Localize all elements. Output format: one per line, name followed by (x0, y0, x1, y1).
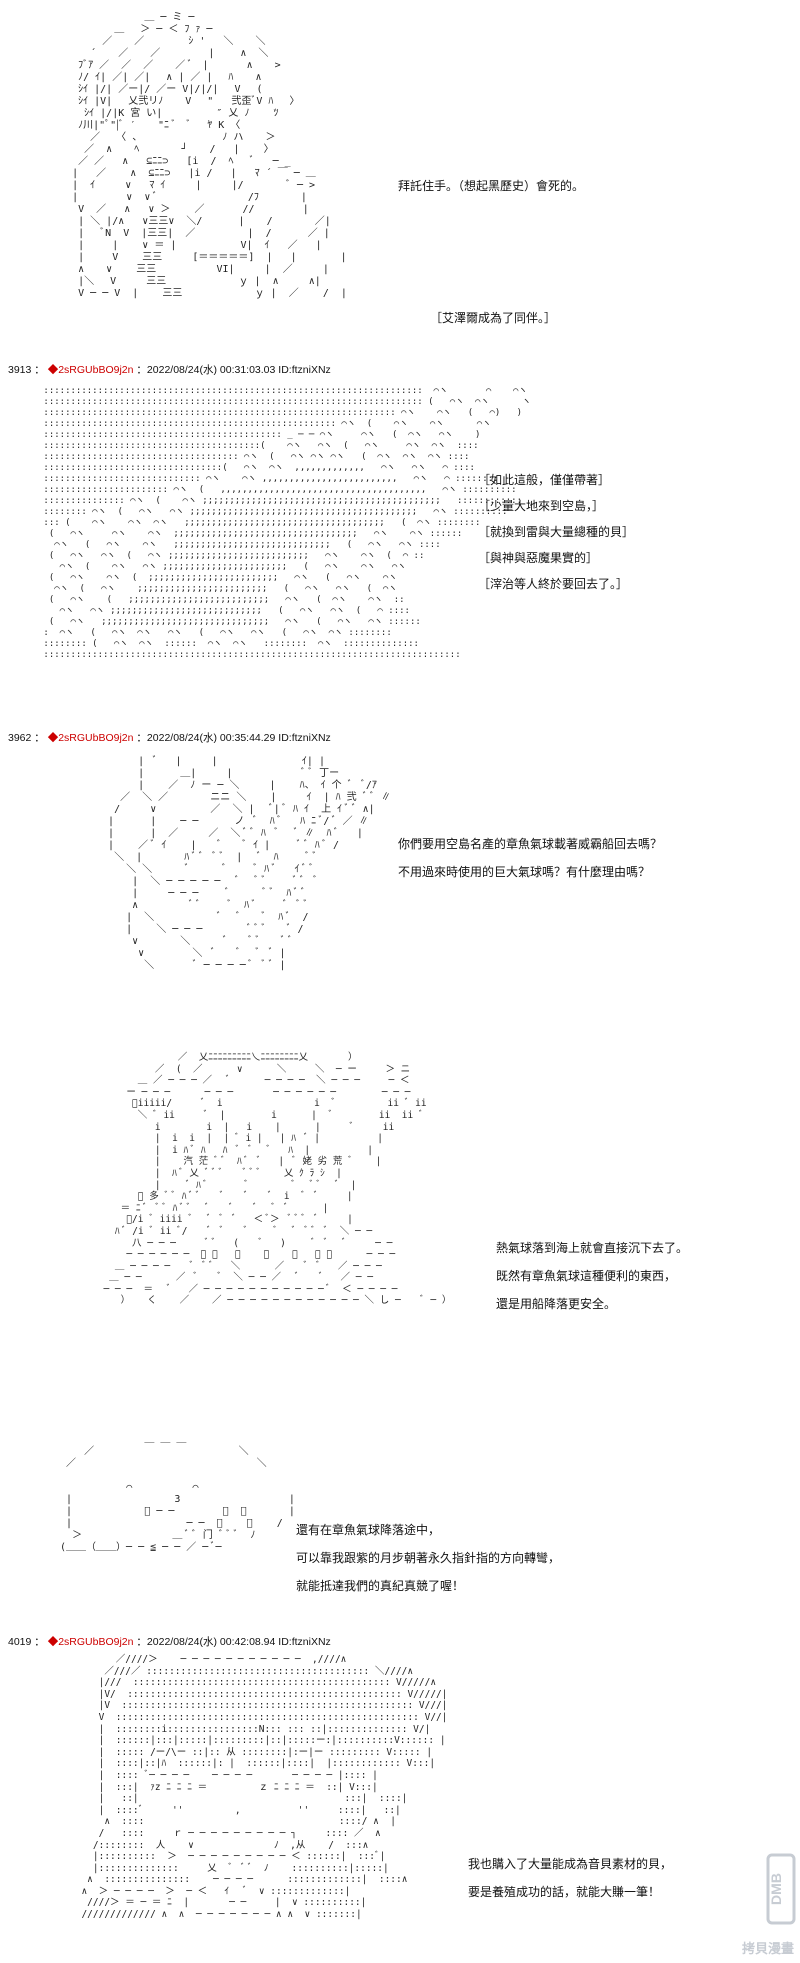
watermark-text: 拷貝漫畫 (741, 1941, 794, 1956)
dmzj-logo-icon: DMB (766, 1853, 796, 1925)
dialog-3962-b-line-3: 還是用船降落更安全。 (496, 1297, 617, 1311)
trip-diamond-icon: ◆ (47, 364, 59, 376)
ascii-art-two-characters: ／ 乂ﾆﾆﾆﾆﾆﾆﾆﾆﾆ乀ﾆﾆﾆﾆﾆﾆﾆﾆ乂 ） ／ ( ／ ∨ ＼ ＼ ─ ー… (103, 1052, 452, 1307)
dialog-3962-b-line-2: 既然有章魚氣球這種便利的東西， (496, 1269, 677, 1283)
post-header-4019: 4019 ： ◆2sRGUbBO9j2n ：2022/08/24(水) 00:4… (8, 1636, 331, 1648)
post-number: 3913 (8, 364, 32, 376)
dialog-3962-b-line-1: 熱氣球落到海上就會直接沉下去了。 (496, 1241, 689, 1255)
post-header-3913: 3913 ： ◆2sRGUbBO9j2n ：2022/08/24(水) 00:3… (8, 364, 331, 376)
poster-name: 2sRGUbBO9j2n (58, 1636, 134, 1648)
post-datetime: 2022/08/24(水) 00:42:08.94 (146, 1636, 276, 1648)
dialog-3913-line-2: ［少量大地來到空島，］ (478, 499, 605, 513)
dialog-4019-line-2: 要是養殖成功的話，就能大賺一筆！ (468, 1885, 661, 1899)
dialog-3962-c-line-2: 可以靠我跟紫的月步朝著永久指針指的方向轉彎， (296, 1551, 561, 1565)
svg-text:DMB: DMB (768, 1873, 784, 1905)
post-id: ID:ftzniXNz (278, 1636, 331, 1648)
ascii-art-character-4: ／////＞ ─ ─ ─ ─ ─ ─ ─ ─ ─ ─ ─ ,////∧ ／///… (81, 1654, 448, 1921)
trip-diamond-icon: ◆ (47, 1636, 59, 1648)
dialog-3962-a-line-2: 不用過來時使用的巨大氣球嗎？有什麼理由嗎？ (398, 865, 651, 879)
post-datetime: 2022/08/24(水) 00:31:03.03 (146, 364, 276, 376)
panel-3962-a: | ﾞ | | ｲ| | | ＿| | ﾞ ﾞ 丁ー | ／ ﾉ ー ─ ＼ |… (0, 750, 800, 1050)
dialog-3913-line-4: ［與神與惡魔果實的］ (478, 551, 599, 565)
dialog-3913-line-1: ［如此這般，僅僅帶著］ (478, 473, 611, 487)
dialog-3962-a-line-1: 你們要用空島名產的章魚氣球載著威霸船回去嗎？ (398, 837, 663, 851)
dialog-panel-1-line-2: ［艾澤爾成為了同伴。］ (430, 311, 557, 325)
poster-name: 2sRGUbBO9j2n (58, 732, 134, 744)
panel-3913: ::::::::::::::::::::::::::::::::::::::::… (0, 380, 800, 720)
dialog-3962-c-line-1: 還有在章魚氣球降落途中， (296, 1523, 441, 1537)
dialog-4019-line-1: 我也購入了大量能成為音貝素材的貝， (468, 1857, 673, 1871)
dialog-3913-line-5: ［滓治等人終於要回去了。］ (478, 577, 629, 591)
post-number: 4019 (8, 1636, 32, 1648)
post-id: ID:ftzniXNz (278, 732, 331, 744)
panel-3962-c: ＿ ＿ ＿ ／ ＼ ／ ＼ ⌒ ⌒ | 3 | | ﾞ ─ ─ ﾞ ﾞ | | (0, 1430, 800, 1620)
ascii-art-character-1: ＿ ─ ミ ─ ＿ ＞ ─ ＜ ﾌ ｧ ─ ／ ／ ｼ ' ＼ ＼ ´ ／ ／ … (72, 12, 347, 299)
panel-3962-b: ／ 乂ﾆﾆﾆﾆﾆﾆﾆﾆﾆ乀ﾆﾆﾆﾆﾆﾆﾆﾆ乂 ） ／ ( ／ ∨ ＼ ＼ ─ ー… (0, 1050, 800, 1420)
dialog-3962-c-line-3: 就能抵達我們的真紀真競了喔！ (296, 1579, 465, 1593)
trip-diamond-icon: ◆ (47, 732, 59, 744)
post-number: 3962 (8, 732, 32, 744)
ascii-art-character-3: ＿ ＿ ＿ ／ ＼ ／ ＼ ⌒ ⌒ | 3 | | ﾞ ─ ─ ﾞ ﾞ | | (60, 1434, 295, 1553)
post-header-3962: 3962 ： ◆2sRGUbBO9j2n ：2022/08/24(水) 00:3… (8, 732, 331, 744)
post-id: ID:ftzniXNz (278, 364, 331, 376)
dialog-3913-line-3: ［就換到雷與大量總種的貝］ (478, 525, 635, 539)
dialog-panel-1-line-1: 拜託住手。（想起黑歷史）會死的。 (398, 179, 585, 193)
panel-top: ＿ ─ ミ ─ ＿ ＞ ─ ＜ ﾌ ｧ ─ ／ ／ ｼ ' ＼ ＼ ´ ／ ／ … (0, 0, 800, 325)
ascii-art-clouds-sky: ::::::::::::::::::::::::::::::::::::::::… (43, 386, 531, 660)
post-datetime: 2022/08/24(水) 00:35:44.29 (146, 732, 276, 744)
ascii-art-character-2: | ﾞ | | ｲ| | | ＿| | ﾞ ﾞ 丁ー | ／ ﾉ ー ─ ＼ |… (108, 756, 391, 971)
poster-name: 2sRGUbBO9j2n (58, 364, 134, 376)
panel-4019: ／////＞ ─ ─ ─ ─ ─ ─ ─ ─ ─ ─ ─ ,////∧ ／///… (0, 1652, 800, 1963)
